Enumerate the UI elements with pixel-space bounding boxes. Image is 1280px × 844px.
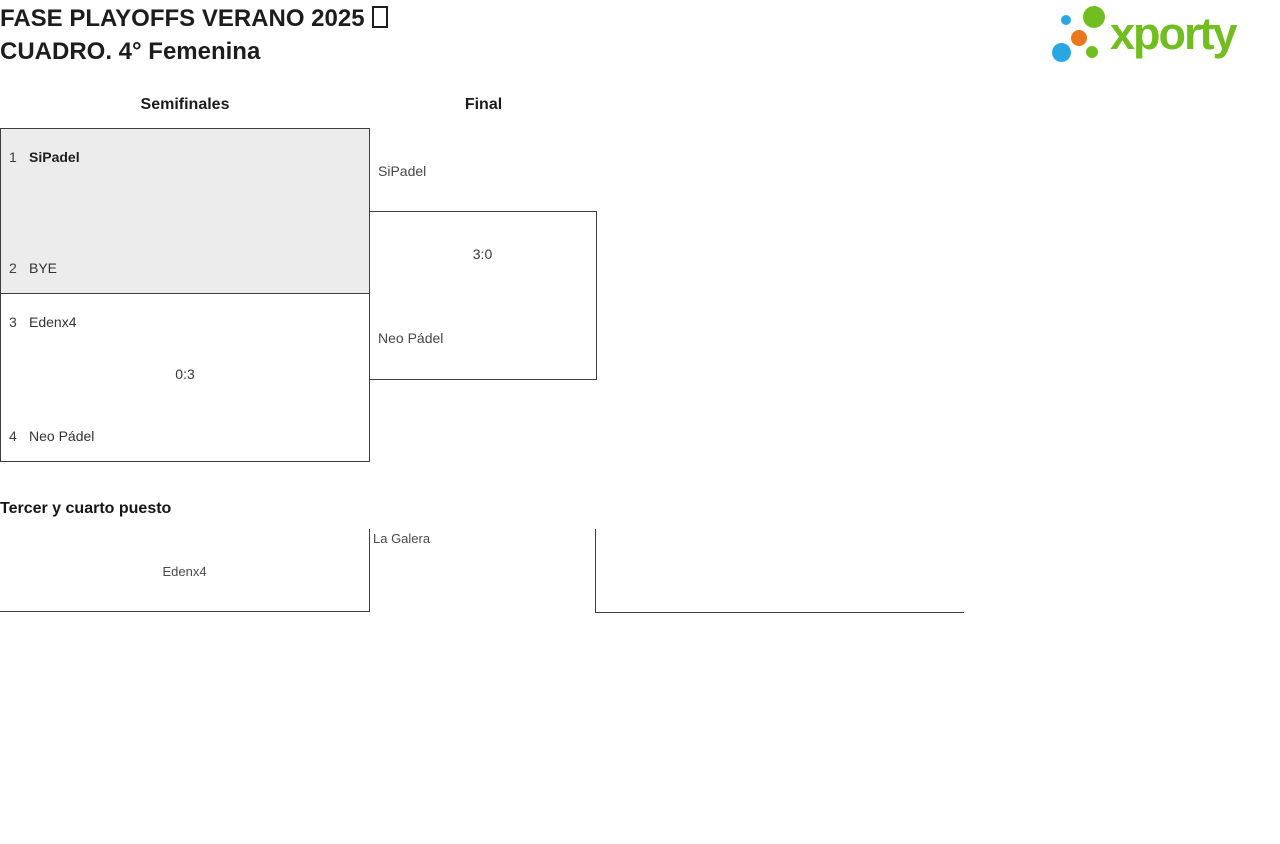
tournament-title: FASE PLAYOFFS VERANO 2025 [0,2,388,35]
match-semifinal-1[interactable]: 1 SiPadel 2 BYE [0,128,370,294]
logo-dot-blue-large-icon [1052,43,1071,62]
team-name: Edenx4 [29,314,77,330]
team-name: Neo Pádel [29,428,95,444]
round-label-final: Final [464,96,503,113]
seed-number: 1 [9,149,17,165]
round-label-semifinals: Semifinales [140,96,230,113]
bracket-subtitle: CUADRO. 4° Femenina [0,38,261,65]
seed-number: 3 [9,314,17,330]
third-place-connector-line [0,611,370,612]
logo-dot-green-small-icon [1086,46,1098,58]
team-name: SiPadel [29,149,80,165]
page-title: FASE PLAYOFFS VERANO 2025 CUADRO. 4° Fem… [0,2,388,68]
team-row: 1 SiPadel [9,149,80,165]
match-final[interactable] [369,211,597,380]
third-place-connector-line [595,529,596,612]
match-score: 0:3 [175,366,195,382]
final-team-2: Neo Pádel [378,330,444,346]
final-team-1: SiPadel [378,163,427,179]
team-row: 3 Edenx4 [9,314,76,330]
missing-glyph-box [371,6,388,28]
third-place-team-1: Edenx4 [162,564,207,579]
third-place-team-2: La Galera [373,531,431,546]
match-semifinal-2[interactable]: 3 Edenx4 0:3 4 Neo Pádel [0,293,370,462]
logo-dot-orange-icon [1071,30,1087,46]
seed-number: 4 [9,428,17,444]
logo-dot-blue-small-icon [1061,15,1071,25]
xporty-logo[interactable]: xporty [1048,0,1280,70]
seed-number: 2 [9,260,17,276]
team-name: BYE [29,260,58,276]
logo-dot-green-large-icon [1083,6,1105,28]
team-row: 4 Neo Pádel [9,428,94,444]
team-row: 2 BYE [9,260,57,276]
third-place-connector-line [369,529,370,611]
logo-wordmark: xporty [1110,8,1238,59]
third-place-heading: Tercer y cuarto puesto [0,500,172,517]
final-score: 3:0 [472,246,493,262]
tournament-title-text: FASE PLAYOFFS VERANO 2025 [0,5,365,32]
third-place-connector-line [595,612,964,613]
